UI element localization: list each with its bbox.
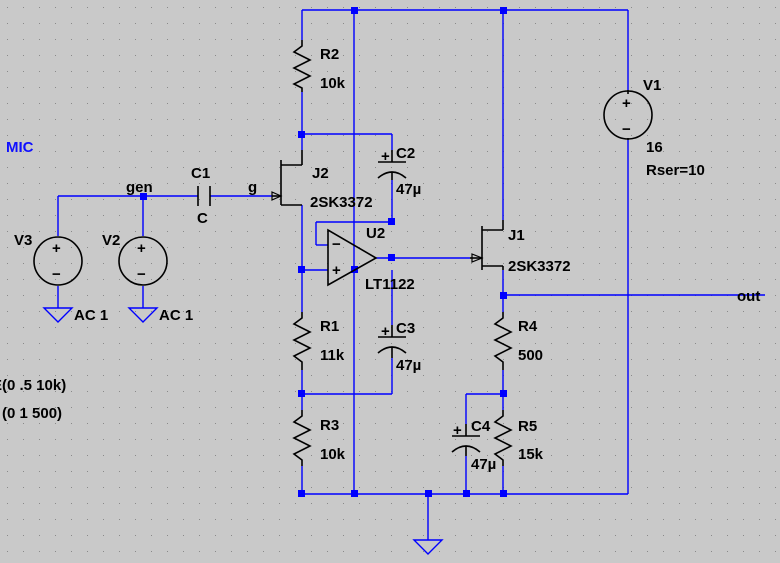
resistor-r5[interactable] xyxy=(493,410,513,466)
capacitor-c1[interactable] xyxy=(197,186,211,206)
jfet-j1[interactable] xyxy=(470,220,504,270)
ground-symbol-v2[interactable] xyxy=(127,307,159,323)
resistor-r3[interactable] xyxy=(292,410,312,466)
r5-value[interactable]: 15k xyxy=(518,446,544,463)
ground-symbol-v3[interactable] xyxy=(42,307,74,323)
c3-polarity-mark: + xyxy=(381,323,390,340)
ground-symbol-main[interactable] xyxy=(412,539,444,555)
v1-value[interactable]: 16 xyxy=(646,139,663,156)
u2-value[interactable]: LT1122 xyxy=(365,276,415,293)
v1-series-resistance[interactable]: Rser=10 xyxy=(646,162,705,179)
svg-text:+: + xyxy=(137,240,146,257)
c2-ref: C2 xyxy=(396,145,415,162)
r2-ref: R2 xyxy=(320,46,339,63)
directive-line-2[interactable]: (0 1 500) xyxy=(2,405,62,422)
jfet-j2[interactable] xyxy=(271,150,303,206)
c4-ref: C4 xyxy=(471,418,491,435)
voltage-source-v2[interactable]: + − xyxy=(118,236,168,286)
c1-ref: C1 xyxy=(191,165,210,182)
capacitor-c2[interactable]: + xyxy=(377,148,407,180)
resistor-r2[interactable] xyxy=(292,40,312,92)
u2-ref: U2 xyxy=(366,225,385,242)
opamp-plus-sign: + xyxy=(332,262,341,279)
c4-value[interactable]: 47µ xyxy=(471,456,496,473)
v2-value[interactable]: AC 1 xyxy=(159,307,193,324)
j1-value[interactable]: 2SK3372 xyxy=(508,258,571,275)
svg-text:−: − xyxy=(137,266,146,283)
j2-ref: J2 xyxy=(312,165,329,182)
r4-ref: R4 xyxy=(518,318,538,335)
v1-ref: V1 xyxy=(643,77,661,94)
resistor-r4[interactable] xyxy=(493,312,513,370)
c3-ref: C3 xyxy=(396,320,415,337)
j1-ref: J1 xyxy=(508,227,525,244)
net-label-out[interactable]: out xyxy=(737,288,760,305)
opamp-u2[interactable]: − + xyxy=(327,228,378,287)
r3-ref: R3 xyxy=(320,417,339,434)
v2-ref: V2 xyxy=(102,232,120,249)
c3-value[interactable]: 47µ xyxy=(396,357,421,374)
v3-ref: V3 xyxy=(14,232,32,249)
capacitor-c3[interactable]: + xyxy=(377,323,407,358)
directive-line-1[interactable]: E(0 .5 10k) xyxy=(0,377,66,394)
svg-text:−: − xyxy=(52,266,61,283)
net-label-g[interactable]: g xyxy=(248,179,257,196)
opamp-minus-sign: − xyxy=(332,236,341,253)
r4-value[interactable]: 500 xyxy=(518,347,543,364)
r5-ref: R5 xyxy=(518,418,537,435)
mic-comment: MIC xyxy=(6,139,34,156)
net-label-gen[interactable]: gen xyxy=(126,179,153,196)
c2-value[interactable]: 47µ xyxy=(396,181,421,198)
svg-text:−: − xyxy=(622,121,631,138)
voltage-source-v1[interactable]: + − xyxy=(603,90,653,140)
c1-value[interactable]: C xyxy=(197,210,208,227)
resistor-r1[interactable] xyxy=(292,312,312,370)
j2-value[interactable]: 2SK3372 xyxy=(310,194,373,211)
voltage-source-v3[interactable]: + − xyxy=(33,236,83,286)
r1-value[interactable]: 11k xyxy=(320,347,345,364)
capacitor-c4[interactable]: + xyxy=(451,422,481,456)
r3-value[interactable]: 10k xyxy=(320,446,346,463)
v3-value[interactable]: AC 1 xyxy=(74,307,108,324)
r2-value[interactable]: 10k xyxy=(320,75,346,92)
r1-ref: R1 xyxy=(320,318,339,335)
svg-text:+: + xyxy=(622,95,631,112)
c2-polarity-mark: + xyxy=(381,148,390,165)
svg-text:+: + xyxy=(52,240,61,257)
c4-polarity-mark: + xyxy=(453,422,462,439)
